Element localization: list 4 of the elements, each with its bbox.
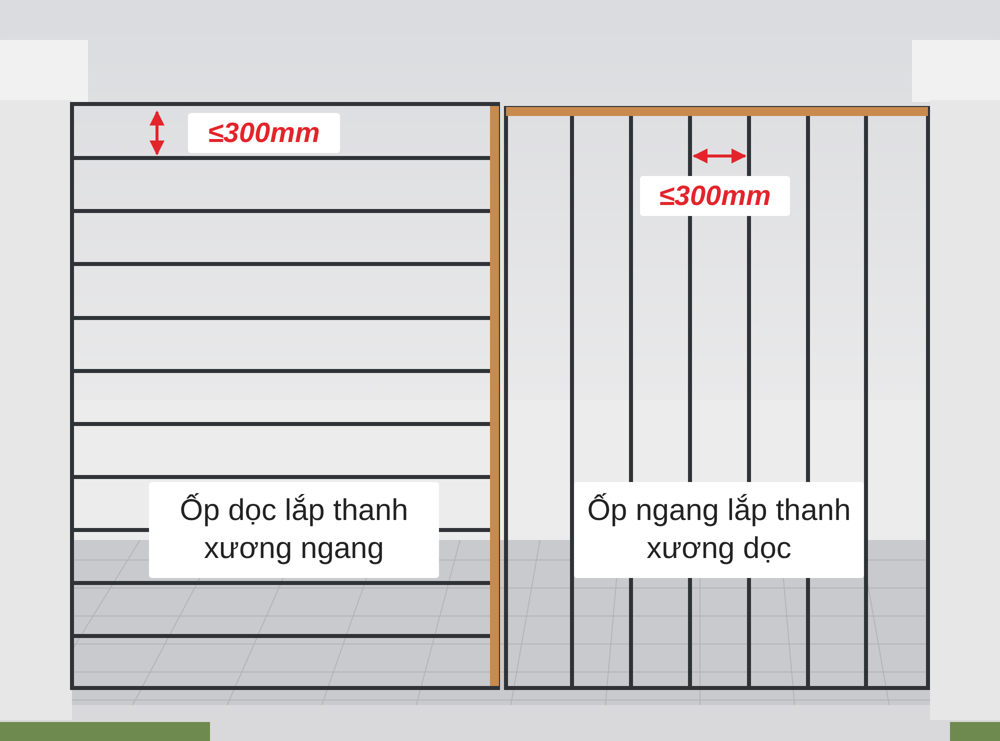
caption-label: Ốp dọc lắp thanh xương ngang (149, 482, 439, 578)
caption-label: Ốp ngang lắp thanh xương dọc (574, 482, 864, 578)
dimension-label: ≤300mm (640, 176, 790, 216)
dimension-label: ≤300mm (188, 113, 340, 153)
